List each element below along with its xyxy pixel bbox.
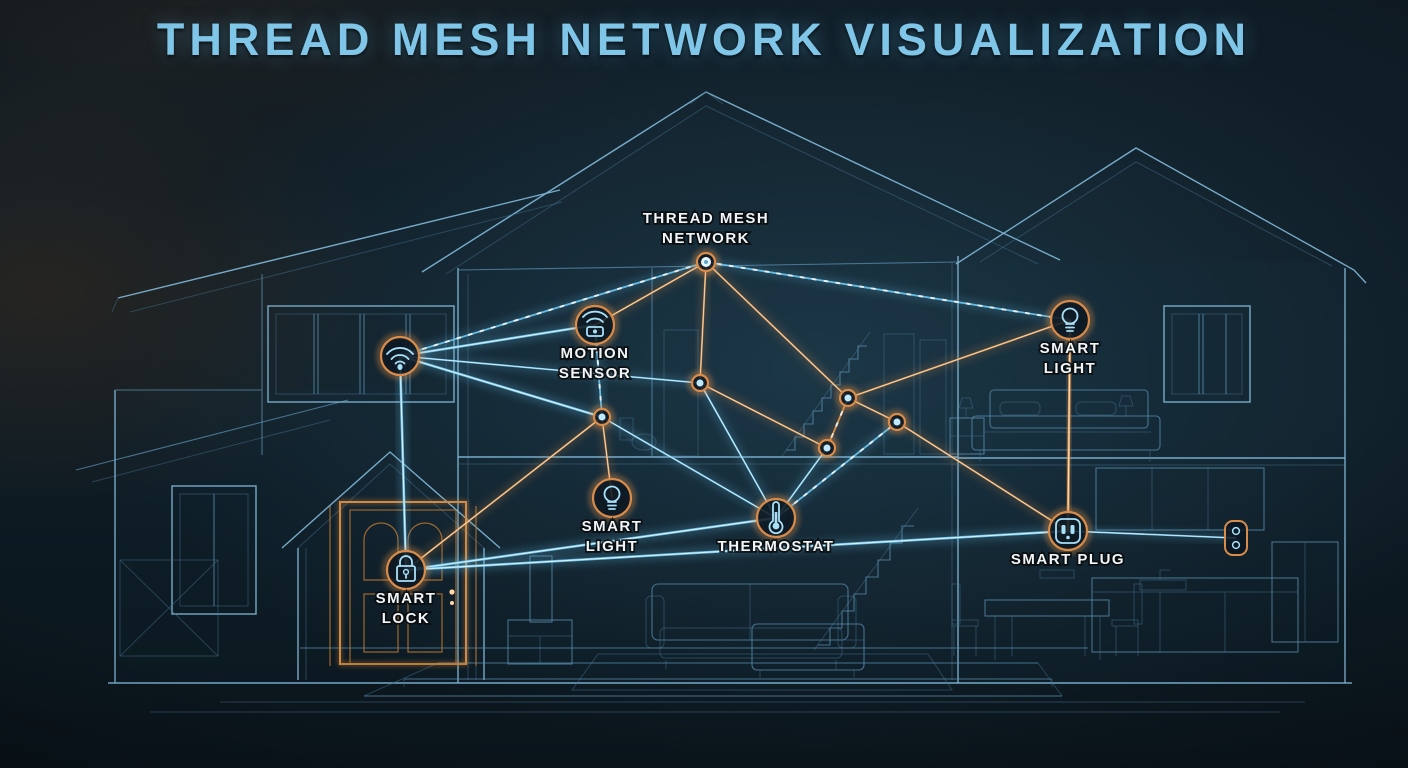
device-label-motion: SENSOR [559,365,631,382]
device-label-light_up: SMART [1040,340,1101,357]
device-label-lock: LOCK [382,610,431,627]
device-label-lock: SMART [376,590,437,607]
device-node-outlet[interactable] [1224,520,1248,556]
device-label-plug: SMART PLUG [1011,551,1125,568]
device-node-plug[interactable] [1045,508,1091,554]
device-label-motion: MOTION [561,345,630,362]
device-node-n4[interactable] [885,410,909,434]
device-node-n2[interactable] [590,405,614,429]
device-label-hub: THREAD MESH [643,210,770,227]
device-label-light_main: LIGHT [586,538,639,555]
house-wireframe [75,91,1367,713]
device-label-hub: NETWORK [662,230,750,247]
device-node-n1[interactable] [688,371,712,395]
device-node-hub[interactable] [693,249,719,275]
device-node-light_up[interactable] [1047,297,1093,343]
device-node-n3[interactable] [836,386,860,410]
device-label-light_up: LIGHT [1044,360,1097,377]
device-node-thermostat[interactable] [753,495,799,541]
device-label-light_main: SMART [582,518,643,535]
device-label-thermostat: THERMOSTAT [718,538,835,555]
device-node-n5[interactable] [815,436,839,460]
device-node-lock[interactable] [383,547,429,593]
device-node-light_main[interactable] [589,475,635,521]
door-knob [449,589,455,595]
device-node-motion[interactable] [572,302,618,348]
device-node-router[interactable] [377,333,423,379]
